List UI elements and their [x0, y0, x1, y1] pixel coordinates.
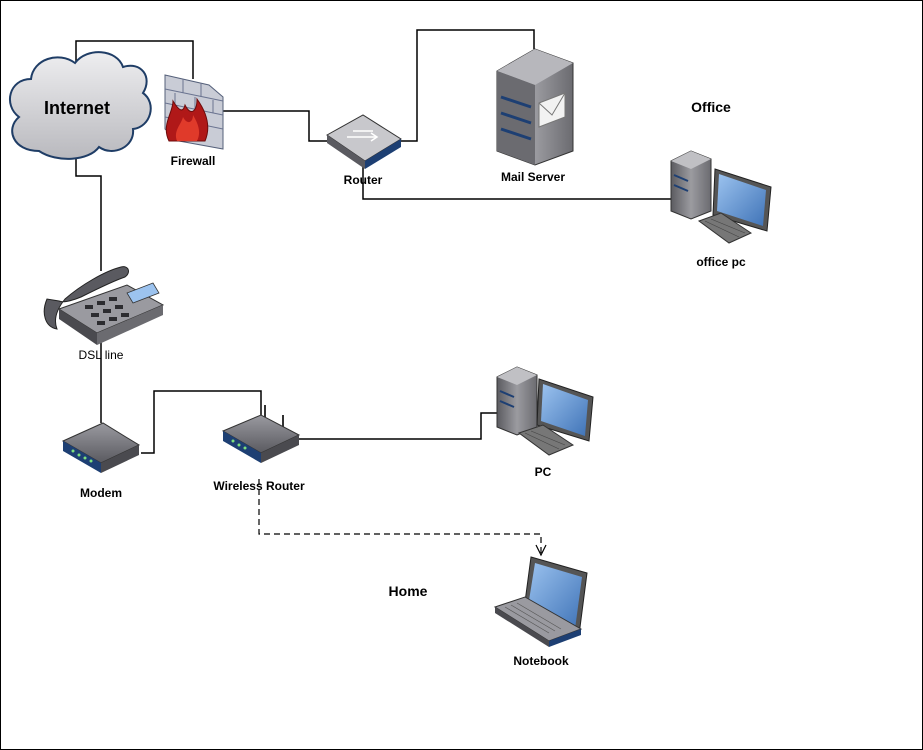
mail-server-icon — [496, 48, 574, 166]
mail-server-label: Mail Server — [501, 170, 565, 184]
internet-label: Internet — [44, 98, 110, 118]
wireless-router-icon — [221, 405, 301, 463]
edges — [75, 29, 673, 557]
edge-internet-firewall — [75, 40, 194, 79]
wireless-router-label: Wireless Router — [213, 479, 305, 493]
notebook-label: Notebook — [513, 654, 569, 668]
edge-firewall-router — [223, 110, 331, 142]
firewall-icon — [164, 74, 224, 150]
internet-cloud-icon — [9, 51, 152, 160]
edge-wireless-router-pc — [299, 412, 497, 440]
dsl-line-label: DSL line — [79, 348, 124, 362]
office-pc-label: office pc — [696, 255, 746, 269]
pc-label: PC — [535, 465, 552, 479]
arrowhead-notebook — [535, 544, 547, 557]
edge-modem-wireless-router — [141, 390, 262, 454]
notebook-icon — [493, 556, 588, 647]
edge-internet-dsl — [75, 156, 102, 271]
router-label: Router — [344, 173, 383, 187]
edge-router-mail-server — [397, 29, 535, 142]
home-zone-label: Home — [389, 583, 428, 599]
edge-wireless-router-notebook — [258, 479, 542, 554]
modem-label: Modem — [80, 486, 122, 500]
firewall-label: Firewall — [171, 154, 216, 168]
office-zone-label: Office — [691, 99, 731, 115]
router-icon — [326, 114, 402, 169]
edge-router-office-pc — [362, 161, 673, 200]
modem-icon — [61, 422, 141, 473]
labels: Internet Firewall Router Mail Server Off… — [44, 98, 746, 668]
pc-icon — [496, 366, 594, 456]
dsl-phone-icon — [43, 266, 165, 345]
office-pc-icon — [670, 150, 772, 244]
